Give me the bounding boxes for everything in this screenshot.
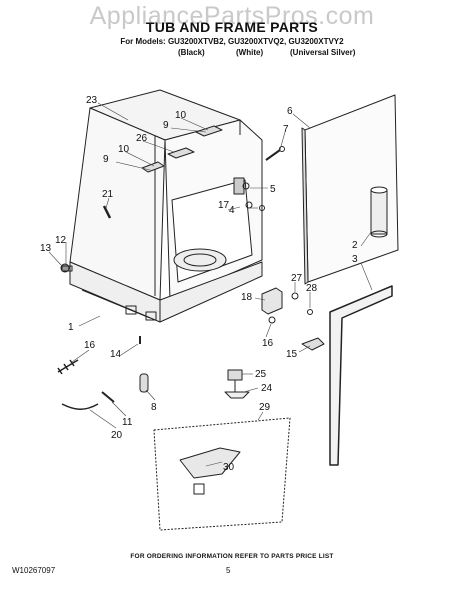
callout-23: 23 (86, 95, 98, 106)
callout-12: 12 (55, 235, 67, 246)
callout-24: 24 (261, 383, 273, 394)
callout-17: 17 (218, 200, 230, 211)
callout-28: 28 (306, 283, 318, 294)
upper-bracket (141, 125, 223, 173)
callout-10: 10 (118, 144, 130, 155)
callout-21: 21 (102, 189, 114, 200)
callout-16: 16 (84, 340, 96, 351)
color-black: (Black) (178, 48, 205, 57)
callout-13: 13 (40, 243, 52, 254)
callout-26: 26 (136, 133, 148, 144)
page-number: 5 (226, 566, 231, 575)
callout-2: 2 (352, 240, 358, 251)
callout-27: 27 (291, 273, 303, 284)
bracket-assembly (233, 177, 265, 211)
color-white: (White) (236, 48, 264, 57)
callout-7: 7 (283, 124, 289, 135)
callout-10-top: 10 (175, 110, 187, 121)
callout-1: 1 (68, 322, 74, 333)
callout-11: 11 (122, 417, 133, 428)
callout-18: 16 (262, 338, 274, 349)
callout-3: 3 (352, 254, 358, 265)
mounting-bracket (261, 287, 283, 324)
callout-8: 8 (151, 402, 157, 413)
detail-inset (153, 417, 291, 531)
callout-9: 9 (103, 154, 109, 165)
callout-19: 18 (241, 292, 253, 303)
screw (265, 146, 285, 161)
callout-25: 25 (255, 369, 267, 380)
leveling-leg (60, 263, 73, 273)
color-silver: (Universal Silver) (290, 48, 356, 57)
model-list: For Models: GU3200XTVB2, GU3200XTVQ2, GU… (120, 37, 344, 46)
callout-6: 6 (287, 106, 293, 117)
callout-4: 4 (229, 205, 235, 216)
document-number: W10267097 (12, 566, 56, 575)
float-assembly (224, 369, 250, 399)
callout-30: 30 (223, 462, 235, 473)
ordering-note: FOR ORDERING INFORMATION REFER TO PARTS … (130, 553, 334, 560)
callout-20: 20 (111, 430, 123, 441)
tub-assembly (69, 89, 263, 323)
callout-9-top: 9 (163, 120, 169, 131)
page-title: TUB AND FRAME PARTS (145, 19, 319, 35)
insulation (370, 186, 388, 238)
callout-5: 5 (270, 184, 276, 195)
watermark: AppliancePartsPros.com (89, 2, 375, 30)
door-gasket (329, 285, 393, 466)
callout-29: 29 (259, 402, 271, 413)
callout-15: 15 (286, 349, 298, 360)
callout-14: 14 (110, 349, 122, 360)
